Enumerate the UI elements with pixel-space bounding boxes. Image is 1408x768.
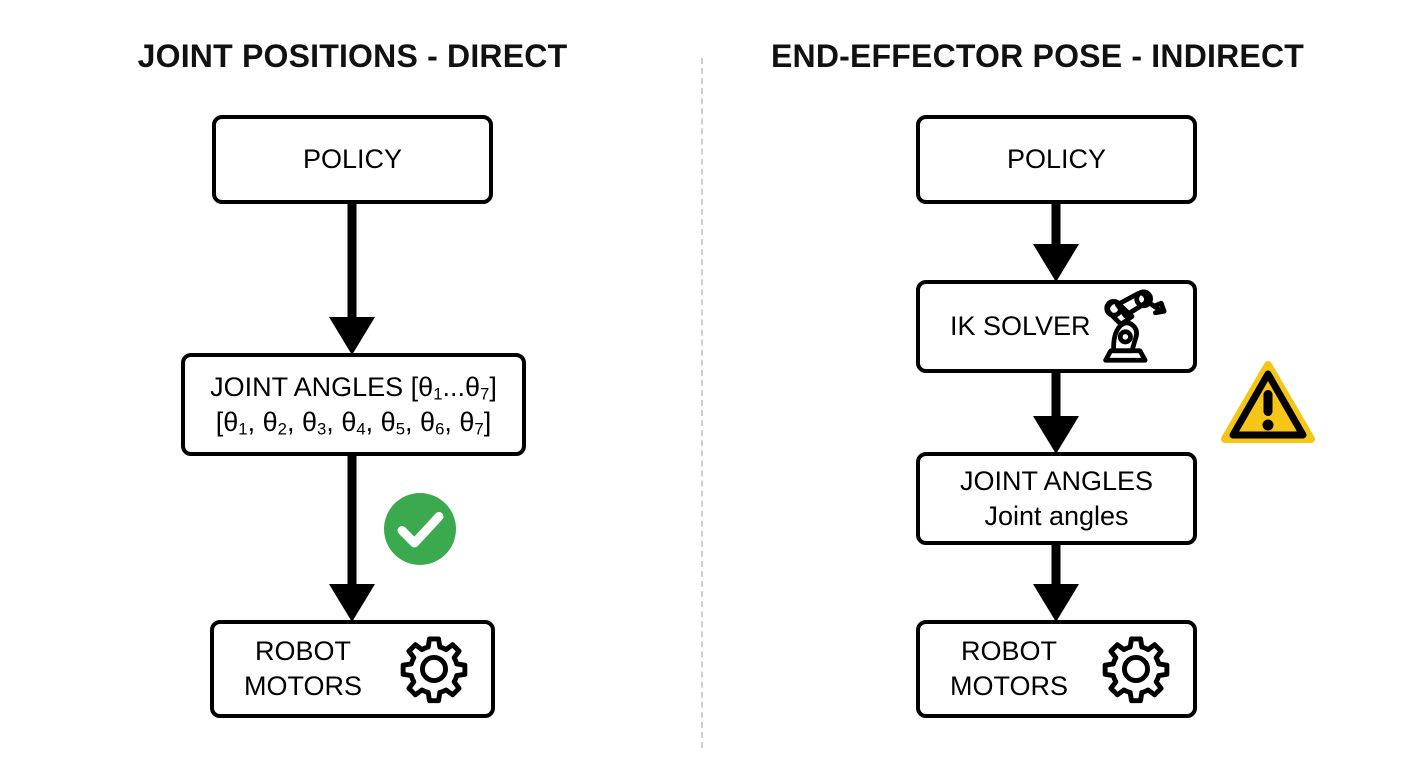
robot-motors-line2: MOTORS	[950, 671, 1069, 701]
arrow-shaft	[1051, 544, 1061, 588]
node-policy-left[interactable]: POLICY	[212, 115, 493, 204]
arrow-head	[329, 584, 375, 622]
vector-separator: ,	[365, 406, 381, 437]
theta-subscript: 5	[395, 419, 406, 439]
joint-angles-line2: Joint angles	[984, 500, 1129, 531]
node-joint-angles-left[interactable]: JOINT ANGLES [θ1...θ7] [θ1, θ2, θ3, θ4, …	[181, 353, 526, 456]
node-label: ROBOT MOTORS	[950, 634, 1068, 703]
vector-separator: ,	[444, 406, 460, 437]
theta-range-prefix: JOINT ANGLES [θ	[210, 371, 434, 402]
theta-subscript: 3	[316, 419, 327, 439]
theta-symbol: θ	[459, 406, 475, 437]
column-title-right: END-EFFECTOR POSE - INDIRECT	[770, 38, 1305, 74]
theta-symbol: θ	[341, 406, 357, 437]
node-robot-motors-left[interactable]: ROBOT MOTORS	[210, 620, 495, 718]
robot-motors-line1: ROBOT	[961, 636, 1058, 667]
theta-subscript: 7	[474, 419, 484, 439]
arrow-head	[1033, 584, 1079, 622]
vector-separator: ,	[326, 406, 342, 437]
arrow-ik-solver-to-joint-angles	[1033, 372, 1079, 454]
node-label: ROBOT MOTORS	[244, 634, 362, 703]
gear-icon	[1102, 636, 1170, 704]
arrow-head	[1033, 416, 1079, 454]
joint-angles-line1: JOINT ANGLES	[959, 465, 1154, 496]
arrow-policy-to-joint-angles-left	[329, 203, 375, 355]
theta-subscript: 1	[238, 419, 248, 439]
robot-motors-line2: MOTORS	[244, 671, 363, 701]
theta-bracket-close: ]	[489, 371, 497, 402]
node-label: IK SOLVER	[950, 311, 1091, 342]
arrow-head	[329, 317, 375, 355]
vector-separator: ,	[286, 406, 302, 437]
node-policy-right[interactable]: POLICY	[916, 115, 1197, 204]
theta-symbol: θ	[301, 406, 317, 437]
node-joint-angles-right[interactable]: JOINT ANGLES Joint angles	[916, 452, 1197, 545]
node-label: POLICY	[1006, 144, 1107, 175]
node-label: JOINT ANGLES [θ1...θ7] [θ1, θ2, θ3, θ4, …	[210, 370, 497, 439]
arrow-shaft	[1051, 372, 1061, 420]
theta-symbol: θ	[223, 406, 239, 437]
theta-ellipsis: ...θ	[442, 371, 481, 402]
vector-close-bracket: ]	[483, 406, 492, 437]
vector-open-bracket: [	[215, 406, 224, 437]
node-ik-solver[interactable]: IK SOLVER	[916, 280, 1197, 373]
arrow-shaft	[347, 203, 357, 321]
theta-first-subscript: 1	[433, 384, 443, 404]
column-divider	[701, 58, 703, 748]
node-robot-motors-right[interactable]: ROBOT MOTORS	[916, 620, 1197, 718]
arrow-shaft	[347, 455, 357, 588]
theta-subscript: 4	[356, 419, 366, 439]
node-label: JOINT ANGLES Joint angles	[960, 464, 1153, 533]
arrow-joint-angles-to-motors-right	[1033, 544, 1079, 622]
joint-angles-vector: [θ1, θ2, θ3, θ4, θ5, θ6, θ7]	[210, 405, 497, 440]
theta-subscript: 6	[435, 419, 445, 439]
arrow-policy-to-ik-solver	[1033, 203, 1079, 282]
theta-last-subscript: 7	[480, 384, 490, 404]
warning-badge	[1221, 360, 1315, 446]
gear-icon	[400, 636, 468, 704]
arrow-head	[1033, 244, 1079, 282]
theta-symbol: θ	[380, 406, 396, 437]
theta-subscript: 2	[277, 419, 287, 439]
vector-separator: ,	[247, 406, 263, 437]
check-badge	[382, 491, 458, 567]
robot-motors-line1: ROBOT	[255, 636, 352, 667]
robot-arm-icon	[1102, 289, 1167, 363]
joint-angles-headline: JOINT ANGLES [θ1...θ7]	[210, 370, 497, 405]
column-title-left: JOINT POSITIONS - DIRECT	[137, 38, 568, 74]
warning-triangle-icon	[1221, 361, 1315, 443]
arrow-shaft	[1051, 203, 1061, 248]
theta-symbol: θ	[420, 406, 436, 437]
vector-separator: ,	[405, 406, 421, 437]
arrow-joint-angles-to-motors-left	[329, 455, 375, 622]
theta-symbol: θ	[262, 406, 278, 437]
node-label: POLICY	[302, 144, 403, 175]
check-circle-icon	[384, 493, 456, 565]
